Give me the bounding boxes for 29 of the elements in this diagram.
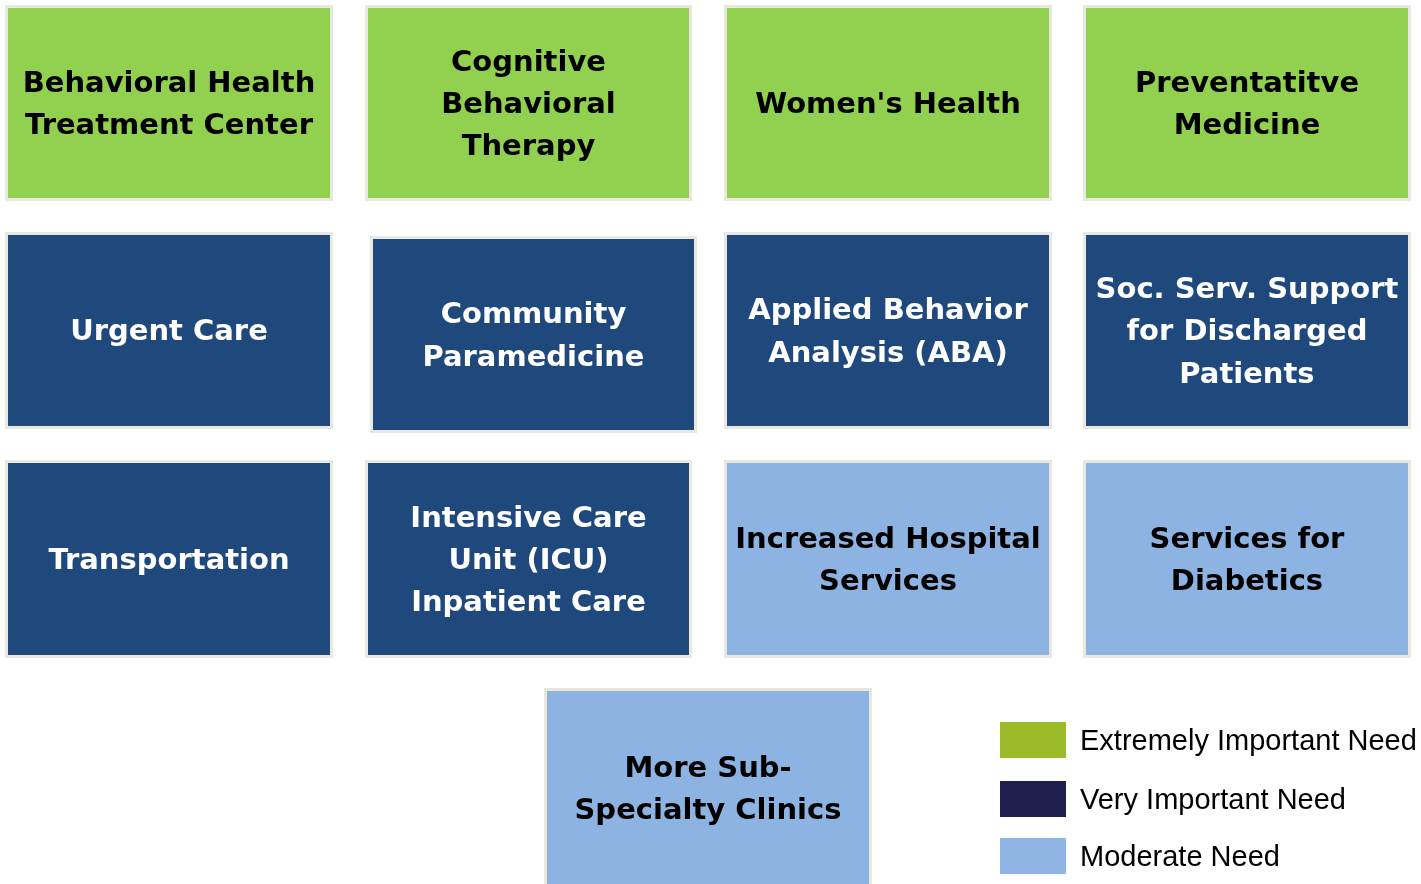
- box-label: Increased Hospital Services: [734, 519, 1042, 599]
- box-label: Intensive Care Unit (ICU) Inpatient Care: [409, 498, 648, 620]
- need-box: [1083, 460, 1411, 658]
- box-label: Urgent Care: [69, 312, 269, 350]
- need-box: [5, 232, 333, 429]
- need-box: [724, 460, 1052, 658]
- need-box: [365, 5, 692, 201]
- box-label: Women's Health: [754, 84, 1022, 122]
- box-label: Behavioral Health Treatment Center: [21, 63, 317, 143]
- legend-label: Extremely Important Need: [1080, 724, 1417, 757]
- need-box: [370, 236, 697, 433]
- box-label: Services for Diabetics: [1148, 519, 1346, 599]
- box-label: Transportation: [47, 540, 291, 578]
- box-label: Soc. Serv. Support for Discharged Patients: [1094, 270, 1400, 392]
- legend-label: Moderate Need: [1080, 840, 1280, 873]
- need-box: [5, 460, 333, 658]
- legend-label: Very Important Need: [1080, 783, 1346, 816]
- need-box: [1083, 232, 1411, 429]
- need-box: [5, 5, 333, 201]
- box-label: Applied Behavior Analysis (ABA): [747, 291, 1029, 371]
- need-box: [724, 232, 1052, 429]
- box-label: More Sub-Specialty Clinics: [573, 748, 843, 828]
- box-label: Preventatitve Medicine: [1133, 63, 1361, 143]
- box-label: Community Paramedicine: [421, 295, 646, 375]
- need-box: [1083, 5, 1411, 201]
- need-box: [544, 688, 872, 884]
- need-box: [365, 460, 692, 658]
- need-box: [724, 5, 1052, 201]
- box-label: Cognitive Behavioral Therapy: [440, 42, 617, 164]
